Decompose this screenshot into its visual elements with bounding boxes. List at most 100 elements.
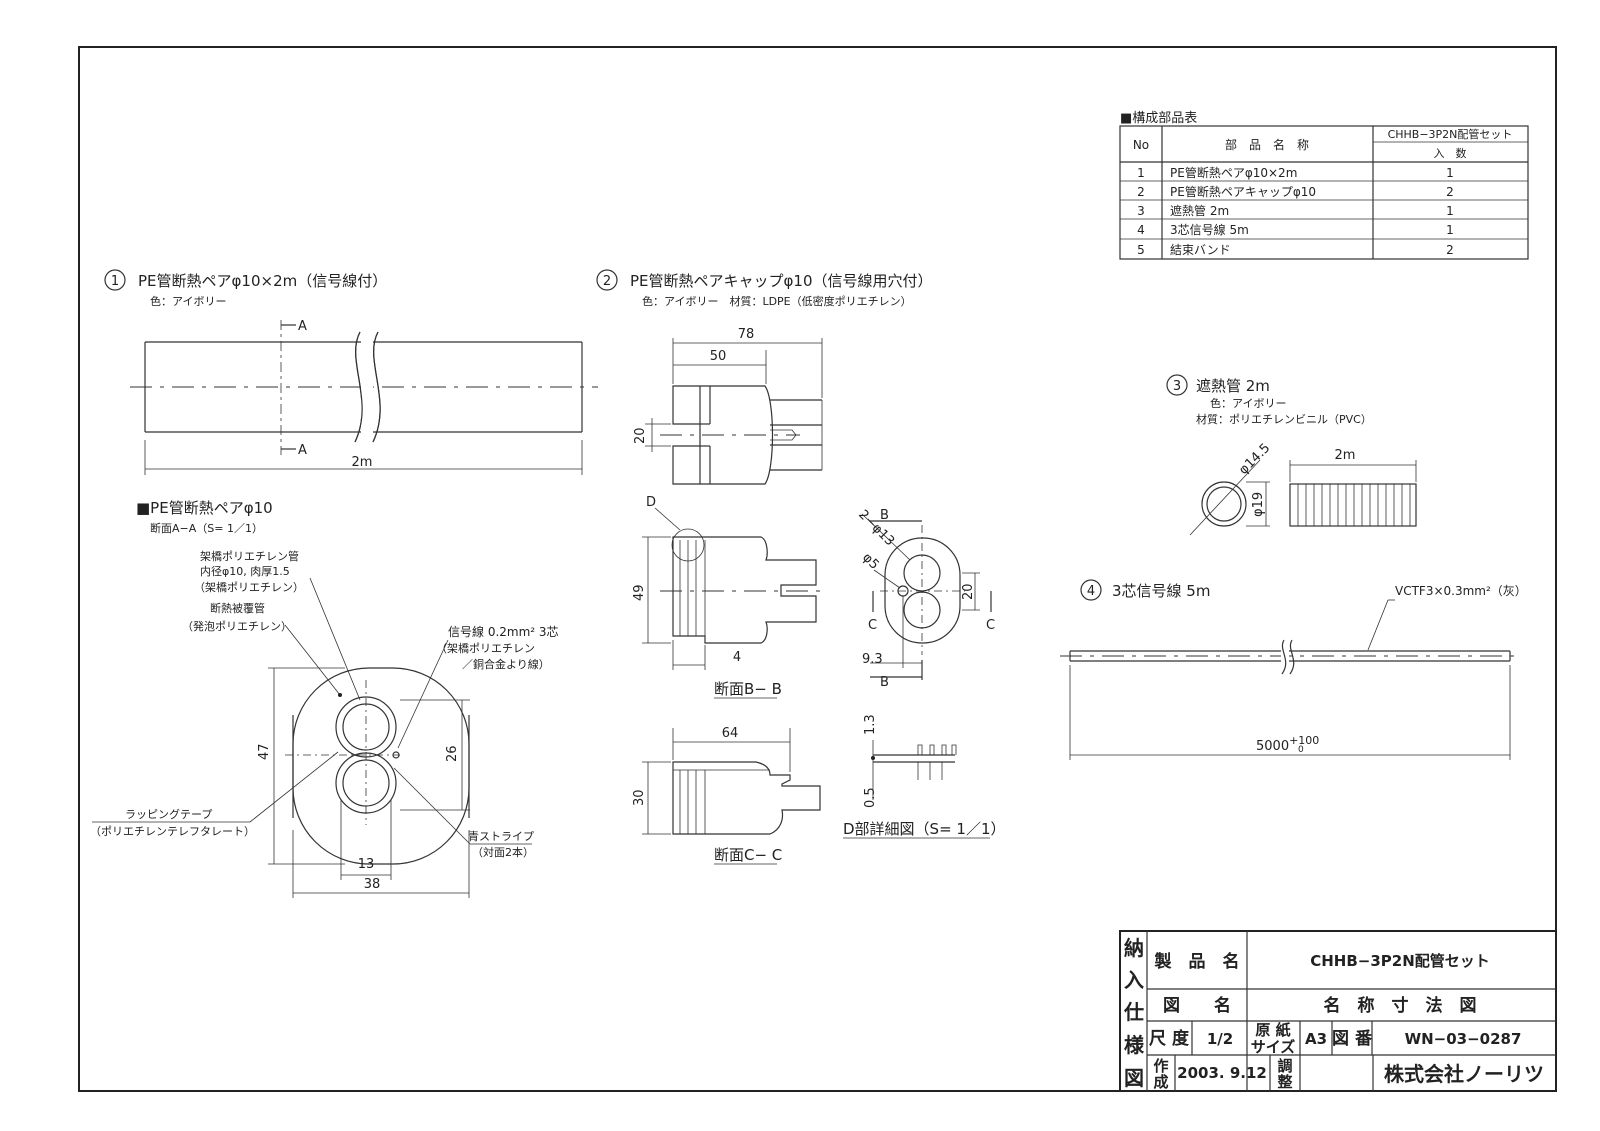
- row-name: 結束バンド: [1170, 243, 1231, 257]
- section-aa-title: ■PE管断熱ペアφ10: [136, 499, 273, 517]
- vertical-char: 様: [1124, 1033, 1145, 1057]
- col-set: CHHB−3P2N配管セット: [1388, 127, 1513, 141]
- vertical-char: 入: [1124, 968, 1144, 992]
- row-qty: 1: [1446, 204, 1454, 218]
- label-tube-3: （架橋ポリエチレン）: [194, 580, 304, 594]
- dim-4: 4: [733, 650, 741, 665]
- label-tube-2: 内径φ10, 肉厚1.5: [200, 564, 290, 578]
- parts-table-heading: ■構成部品表: [1120, 111, 1197, 126]
- sheet-border: [78, 46, 1557, 1092]
- dim-47: 47: [257, 743, 272, 760]
- part1-number: 1: [111, 274, 119, 289]
- part4-cable: VCTF3×0.3mm²（灰）: [1395, 584, 1527, 598]
- caption-cc: 断面C− C: [714, 846, 782, 864]
- vertical-char: 仕: [1123, 1000, 1144, 1024]
- label-signal-1: 信号線 0.2mm² 3芯: [448, 624, 559, 639]
- dwg-no-label: 図 番: [1332, 1029, 1373, 1049]
- dim-20b: 20: [961, 583, 976, 600]
- row-name: PE管断熱ペアキャップφ10: [1170, 184, 1316, 199]
- part2-title: PE管断熱ペアキャップφ10（信号線用穴付）: [630, 272, 933, 290]
- section-aa-view: ■PE管断熱ペアφ10 断面A−A（S= 1／1） 架橋ポリエチレン管 内径φ1…: [90, 499, 559, 898]
- row-name: 3芯信号線 5m: [1170, 222, 1249, 237]
- label-stripe-1: 青ストライプ: [468, 830, 534, 843]
- col-qty: 入 数: [1434, 147, 1467, 160]
- part1-title: PE管断熱ペアφ10×2m（信号線付）: [138, 272, 387, 290]
- made-label-1: 作: [1153, 1057, 1168, 1075]
- company-name: 株式会社ノーリツ: [1384, 1062, 1544, 1086]
- part3-color: 色：アイボリー: [1210, 396, 1286, 410]
- part4-length-value: 5000: [1256, 739, 1289, 754]
- vertical-char: 図: [1124, 1066, 1144, 1090]
- part1-color: 色：アイボリー: [150, 294, 226, 308]
- row-no: 3: [1137, 204, 1145, 218]
- dim-13-detail: 1.3: [863, 714, 878, 735]
- made-value: 2003. 9.12: [1177, 1064, 1267, 1082]
- col-no: No: [1133, 138, 1149, 152]
- mark-b-top: B: [880, 508, 889, 523]
- label-cover-2: （発泡ポリエチレン）: [182, 619, 292, 633]
- product-value: CHHB−3P2N配管セット: [1310, 952, 1490, 970]
- part4-tol-lower: 0: [1298, 745, 1304, 755]
- dwg-no-value: WN−03−0287: [1405, 1030, 1522, 1048]
- scale-label: 尺 度: [1149, 1028, 1190, 1049]
- label-cover-1: 断熱被覆管: [210, 601, 265, 615]
- section-mark-a-top: A: [298, 319, 307, 334]
- label-stripe-2: （対面2本）: [472, 845, 534, 859]
- dim-78: 78: [738, 327, 755, 342]
- col-name: 部 品 名 称: [1225, 137, 1309, 152]
- row-no: 5: [1137, 243, 1145, 257]
- row-qty: 1: [1446, 166, 1454, 180]
- part3-sheath-view: 3 遮熱管 2m 色：アイボリー 材質：ポリエチレンビニル（PVC） φ14.5…: [1166, 374, 1417, 536]
- part3-title: 遮熱管 2m: [1196, 377, 1270, 395]
- row-no: 4: [1137, 223, 1145, 237]
- paper-label-1: 原 紙: [1255, 1021, 1290, 1039]
- part4-cable-view: 4 3芯信号線 5m VCTF3×0.3mm²（灰） 5000+100 0: [1060, 579, 1527, 760]
- part2-number: 2: [603, 274, 611, 289]
- dim-38: 38: [364, 877, 381, 892]
- dim-05: 0.5: [863, 787, 878, 808]
- paper-label-2: サイズ: [1251, 1038, 1296, 1056]
- dim-30: 30: [632, 789, 647, 806]
- adjust-label-1: 調: [1277, 1057, 1292, 1075]
- section-aa-subtitle: 断面A−A（S= 1／1）: [150, 521, 263, 535]
- dim-26: 26: [445, 745, 460, 762]
- row-qty: 2: [1446, 185, 1454, 199]
- vertical-char: 納: [1124, 936, 1144, 960]
- part4-title: 3芯信号線 5m: [1112, 582, 1210, 600]
- made-label-2: 成: [1153, 1073, 1168, 1091]
- dim-20: 20: [633, 427, 648, 444]
- label-signal-3: ／銅合金より線）: [462, 657, 550, 671]
- dim-49: 49: [632, 584, 647, 601]
- dim-2m: 2m: [1335, 448, 1356, 463]
- mark-c-right: C: [986, 618, 995, 633]
- row-name: 遮熱管 2m: [1170, 203, 1229, 218]
- part1-length: 2m: [352, 455, 373, 470]
- part2-spec: 色：アイボリー 材質：LDPE（低密度ポリエチレン）: [642, 294, 912, 308]
- scale-value: 1/2: [1207, 1030, 1233, 1048]
- row-no: 2: [1137, 185, 1145, 199]
- part4-tol-upper: +100: [1289, 734, 1319, 747]
- row-qty: 2: [1446, 243, 1454, 257]
- title-block: 納 入 仕 様 図 製 品 名 CHHB−3P2N配管セット 図 名 名 称 寸…: [1119, 930, 1557, 1092]
- dim-14-5: φ14.5: [1236, 441, 1273, 478]
- dim-50: 50: [710, 349, 727, 364]
- adjust-label-2: 整: [1277, 1073, 1292, 1091]
- parts-table: ■構成部品表 No 部 品 名 称 CHHB−3P2N配管セット 入 数 1 P…: [1119, 111, 1529, 260]
- mark-d: D: [646, 495, 656, 510]
- mark-c-left: C: [868, 618, 877, 633]
- dim-19: φ19: [1251, 492, 1266, 517]
- dim-93: 9.3: [862, 652, 883, 667]
- part1-pipe-view: 1 PE管断熱ペアφ10×2m（信号線付） 色：アイボリー A A 2m: [104, 269, 598, 475]
- hole-label: 2−φ13: [855, 507, 897, 549]
- part3-number: 3: [1173, 379, 1181, 394]
- part3-material: 材質：ポリエチレンビニル（PVC）: [1196, 412, 1372, 426]
- label-wrap-1: ラッピングテープ: [125, 807, 212, 821]
- label-wrap-2: （ポリエチレンテレフタレート）: [90, 825, 255, 838]
- product-label: 製 品 名: [1154, 951, 1240, 972]
- hole-small: φ5: [859, 550, 882, 573]
- part4-number: 4: [1087, 584, 1095, 599]
- dim-64: 64: [722, 726, 739, 741]
- dim-13: 13: [358, 857, 375, 872]
- row-name: PE管断熱ペアφ10×2m: [1170, 165, 1297, 180]
